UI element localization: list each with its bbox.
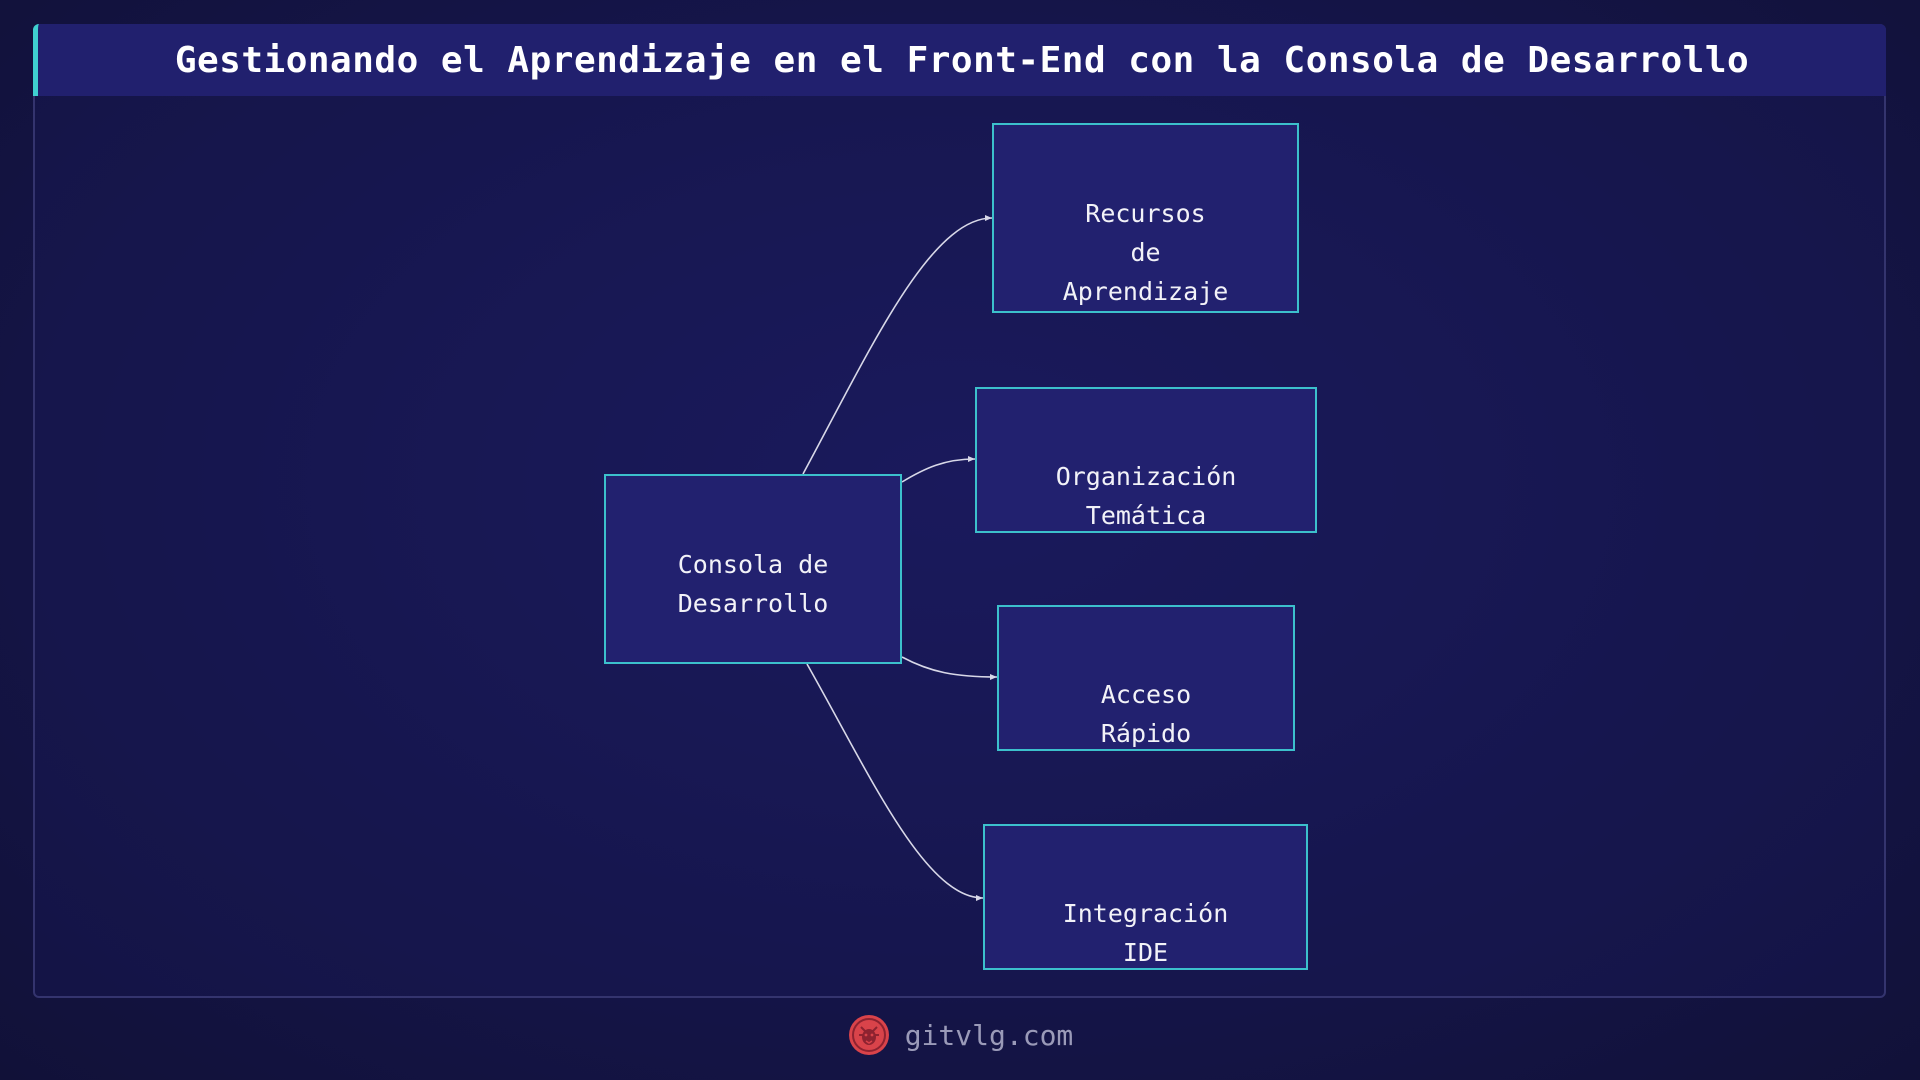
node-acceso-rapido: Acceso Rápido — [997, 605, 1295, 751]
edge-to-integracion — [806, 663, 984, 901]
node-recursos-de-aprendizaje: Recursos de Aprendizaje — [992, 123, 1299, 313]
node-label: Acceso Rápido — [1100, 680, 1192, 748]
edge-to-acceso — [901, 656, 998, 680]
node-label: Integración IDE — [1062, 899, 1229, 967]
diagram-frame — [33, 24, 1886, 998]
node-consola-de-desarrollo: Consola de Desarrollo — [604, 474, 902, 664]
node-integracion-ide: Integración IDE — [983, 824, 1308, 970]
edge-to-recursos — [802, 215, 993, 475]
title-bar: Gestionando el Aprendizaje en el Front-E… — [33, 24, 1886, 96]
node-label: Consola de Desarrollo — [677, 550, 829, 618]
node-label: Recursos de Aprendizaje — [1062, 199, 1229, 306]
footer: gitvlg.com — [0, 1010, 1920, 1060]
lion-head-icon[interactable] — [847, 1013, 891, 1057]
node-organizacion-tematica: Organización Temática — [975, 387, 1317, 533]
site-link[interactable]: gitvlg.com — [904, 1018, 1074, 1052]
edge-to-organizacion — [901, 456, 976, 483]
page-title: Gestionando el Aprendizaje en el Front-E… — [174, 39, 1750, 81]
node-label: Organización Temática — [1055, 462, 1237, 530]
